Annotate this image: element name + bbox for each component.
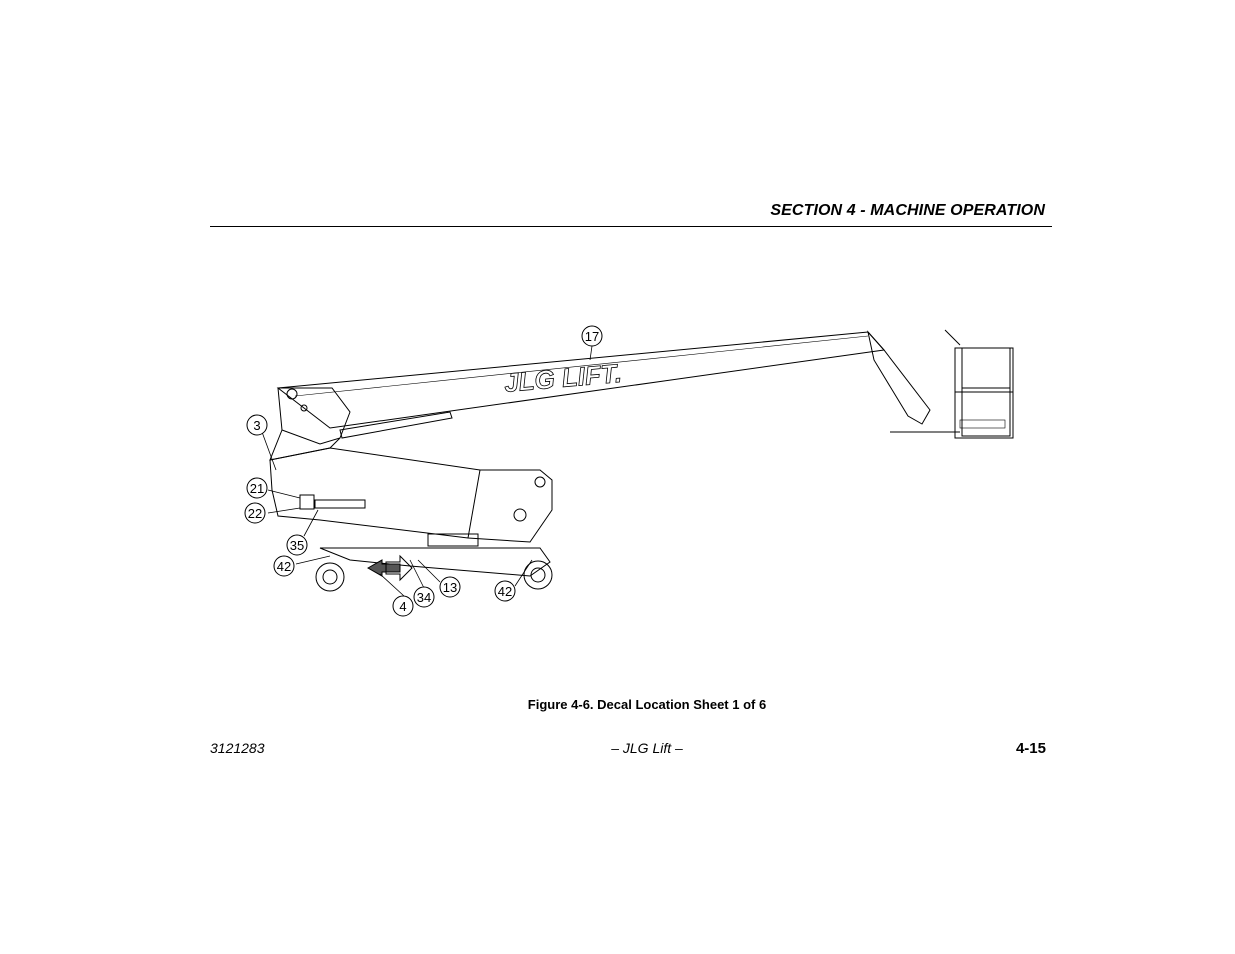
callout-17: 17 (581, 325, 603, 347)
figure-caption: Figure 4-6. Decal Location Sheet 1 of 6 (527, 697, 767, 712)
callout-34: 34 (413, 586, 435, 608)
footer-brand: – JLG Lift – (611, 740, 683, 756)
callout-21: 21 (246, 477, 268, 499)
header-divider (210, 226, 1052, 227)
rear-wheel (523, 560, 553, 590)
svg-text:13: 13 (443, 580, 457, 595)
section-title: SECTION 4 - MACHINE OPERATION (770, 202, 1045, 219)
callout-4: 4 (392, 595, 414, 617)
svg-text:17: 17 (585, 329, 599, 344)
svg-text:42: 42 (498, 584, 512, 599)
callout-35: 35 (286, 534, 308, 556)
callout-13: 13 (439, 576, 461, 598)
svg-text:34: 34 (417, 590, 431, 605)
boom-lift-drawing: JLG LIFT. 17 3 21 22 35 42 4 34 13 42 (244, 325, 1014, 617)
callout-3: 3 (246, 414, 268, 436)
svg-text:3: 3 (253, 418, 260, 433)
svg-text:22: 22 (248, 506, 262, 521)
decal-location-figure: JLG LIFT. 17 3 21 22 35 42 4 34 13 42 (200, 320, 1060, 630)
document-number: 3121283 (210, 740, 265, 756)
svg-text:42: 42 (277, 559, 291, 574)
callout-22: 22 (244, 502, 266, 524)
jib-arm (867, 330, 931, 425)
front-wheel (315, 562, 345, 592)
svg-text:4: 4 (399, 599, 406, 614)
base-frame (319, 547, 551, 577)
callout-42-front: 42 (273, 555, 295, 577)
boom-logo: JLG LIFT. (503, 358, 623, 398)
page-number: 4-15 (1015, 740, 1046, 757)
callout-42-rear: 42 (494, 580, 516, 602)
svg-text:35: 35 (290, 538, 304, 553)
svg-text:21: 21 (250, 481, 264, 496)
platform-basket (890, 329, 1014, 439)
